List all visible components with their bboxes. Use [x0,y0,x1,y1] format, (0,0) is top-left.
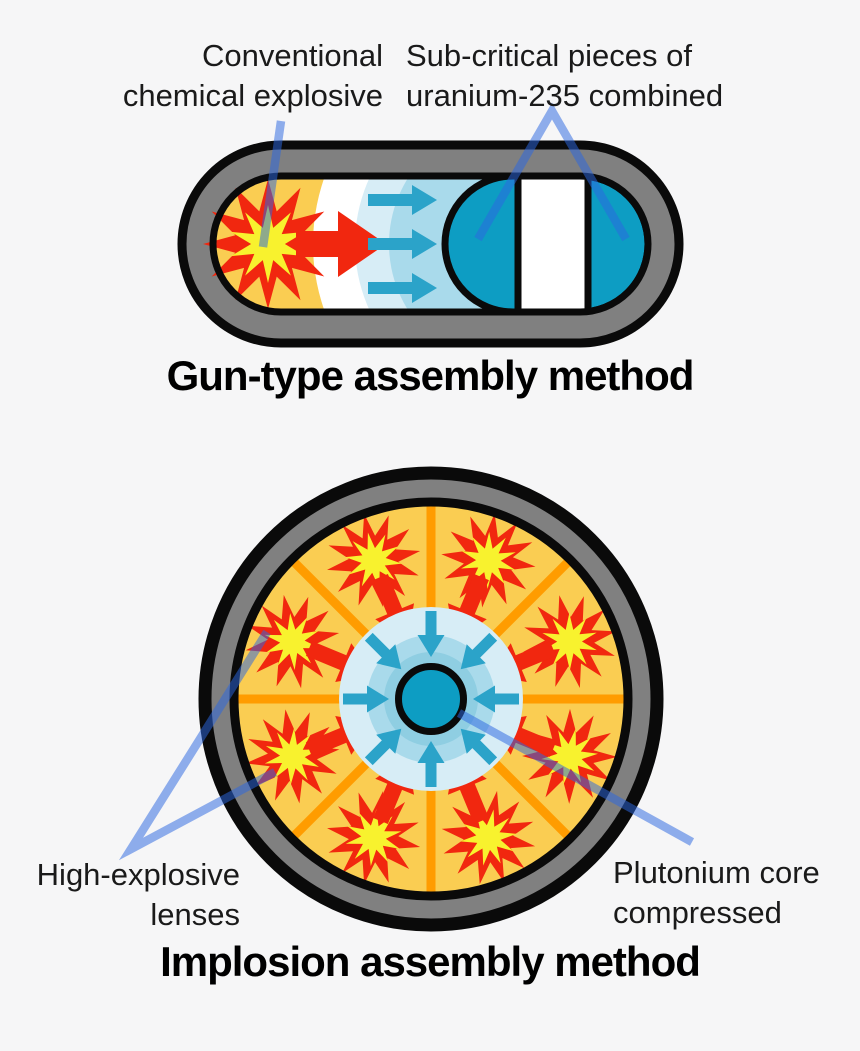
label-line: High-explosive [36,857,240,892]
label-line: compressed [613,895,782,930]
gun-compression-arrows [368,185,437,303]
label-line: lenses [150,897,240,932]
implosion-inner-outline [229,497,633,901]
gun-type-caption: Gun-type assembly method [166,352,695,399]
implosion-caption: Implosion assembly method [160,938,701,985]
pointer-line-uranium [474,102,630,242]
label-plutonium-core: Plutonium core compressed [613,853,820,933]
pointer-line-explosive [258,120,286,248]
uranium-gap [521,176,585,312]
compression-arrow-icon [368,185,437,215]
compression-arrow-icon [368,273,437,303]
label-high-explosive-lenses: High-explosive lenses [37,855,240,935]
label-line: uranium-235 combined [406,78,724,113]
gun-type-diagram [177,102,684,348]
label-subcritical-uranium: Sub-critical pieces of uranium-235 combi… [406,36,723,116]
shockwave-arrow-icon [296,211,386,277]
label-line: Plutonium core [613,855,820,890]
label-line: Sub-critical pieces of [406,38,693,73]
gun-interior [313,176,648,312]
label-line: chemical explosive [122,78,383,113]
label-conventional-explosive: Conventional chemical explosive [123,36,383,116]
plutonium-core [395,663,467,735]
gun-inner-outline [209,172,652,316]
compression-arrow-icon [368,229,437,259]
pointer-line-core [456,709,695,846]
label-line: Conventional [202,38,383,73]
gun-pointer-lines [258,102,630,248]
pointer-line-lenses [118,629,278,861]
implosion-diagram [118,466,695,932]
implosion-pointer-lines [118,629,695,861]
